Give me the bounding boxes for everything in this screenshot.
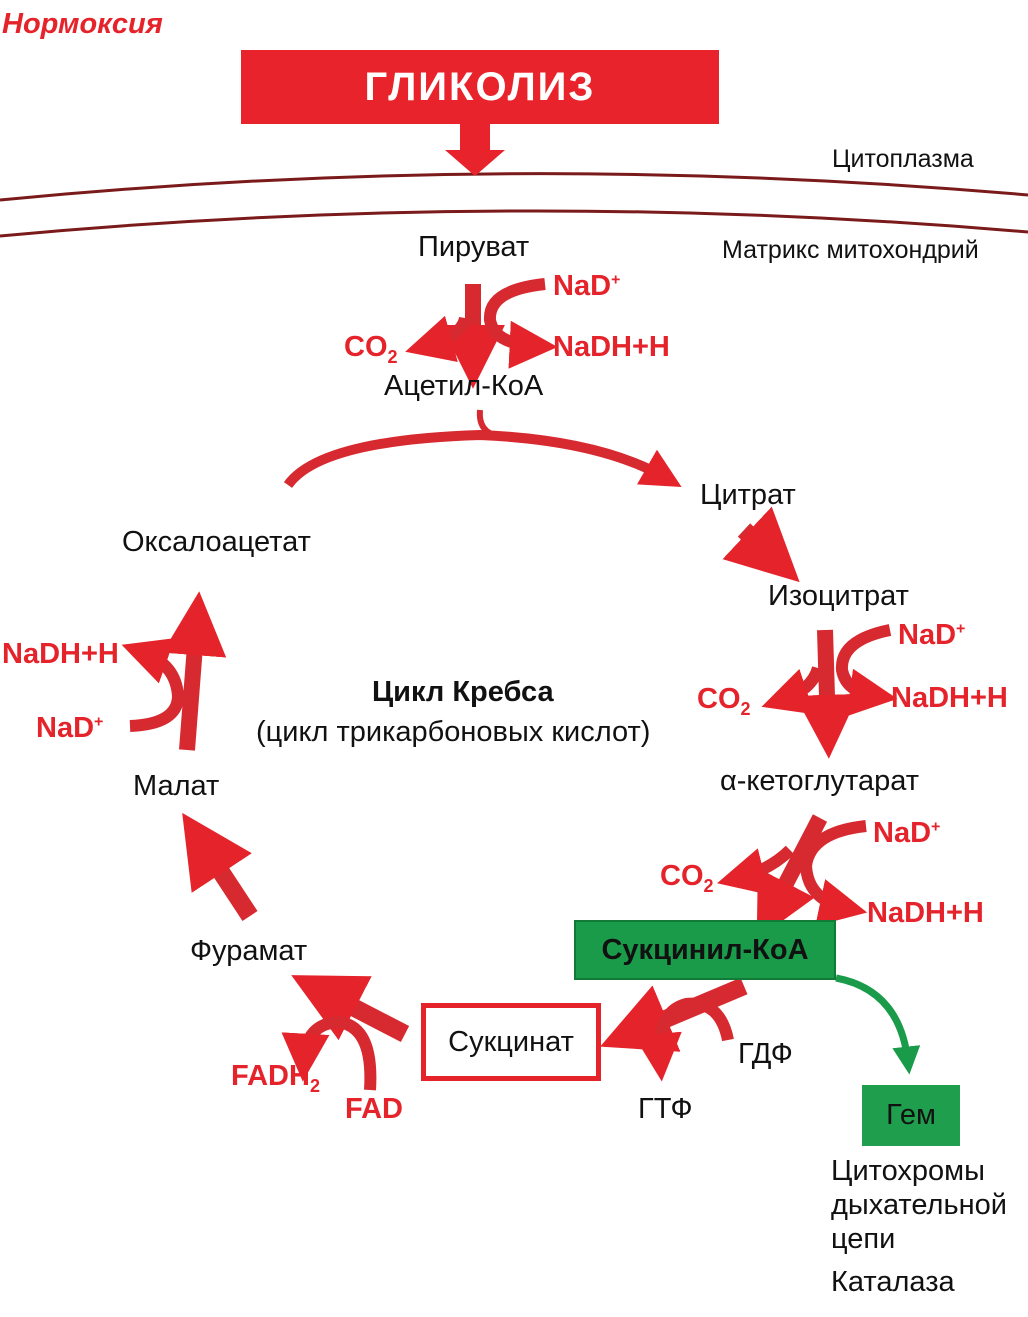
pdh-reaction: [405, 278, 558, 389]
heme-synthesis-arrow: [835, 974, 921, 1075]
scs-reaction: [600, 977, 748, 1082]
idh-nad: NaD+: [898, 619, 966, 651]
sdh-fadh2: FADH2: [231, 1060, 320, 1096]
page-title: Нормоксия: [2, 8, 163, 40]
glycolysis-arrow-shaft: [460, 124, 490, 152]
cycle-subtitle: (цикл трикарбоновых кислот): [256, 716, 651, 748]
scs-gdp: ГДФ: [738, 1038, 793, 1070]
heme-box: Гем: [862, 1085, 960, 1146]
idh-nadh: NaDH+H: [891, 682, 1008, 714]
sdh-fad: FAD: [345, 1093, 403, 1125]
mdh-nadh: NaDH+H: [2, 638, 119, 670]
inner-membrane: [0, 209, 1028, 238]
akg-label: α-кетоглутарат: [720, 765, 920, 797]
pyruvate-label: Пируват: [418, 231, 530, 263]
heme-product-3: цепи: [831, 1223, 896, 1255]
outer-membrane: [0, 172, 1028, 202]
citrate-synthase-arc: [283, 409, 682, 489]
mdh-nad: NaD+: [36, 712, 104, 744]
glycolysis-arrow-head: [445, 150, 505, 176]
isocitrate-label: Изоцитрат: [768, 580, 909, 612]
glycolysis-header: ГЛИКОЛИЗ: [241, 50, 719, 124]
cycle-title: Цикл Кребса: [372, 676, 554, 708]
akgdh-reaction: [717, 814, 868, 940]
sdh-reaction: [281, 975, 410, 1091]
akgdh-nadh: NaDH+H: [867, 897, 984, 929]
pdh-nadh: NaDH+H: [553, 331, 670, 363]
heme-product-4: Каталаза: [831, 1266, 955, 1298]
idh-reaction: [761, 624, 898, 759]
aconitase-arrow: [722, 506, 800, 583]
pdh-co2: CO2: [344, 331, 398, 367]
acetyl-coa-label: Ацетил-КоА: [384, 370, 544, 402]
oxaloacetate-label: Оксалоацетат: [122, 526, 311, 558]
akgdh-co2: CO2: [660, 860, 714, 896]
succinyl-coa-box: Сукцинил-КоА: [574, 920, 836, 980]
cytoplasm-label: Цитоплазма: [832, 145, 974, 173]
succinate-box: Сукцинат: [421, 1003, 601, 1081]
heme-product-1: Цитохромы: [831, 1155, 985, 1187]
scs-gtp: ГТФ: [638, 1093, 693, 1125]
mdh-reaction: [121, 591, 227, 751]
heme-product-2: дыхательной: [831, 1189, 1007, 1221]
matrix-label: Матрикс митохондрий: [722, 236, 979, 264]
akgdh-nad: NaD+: [873, 817, 941, 849]
malate-label: Малат: [133, 770, 220, 802]
fumarase-arrow: [182, 812, 258, 921]
pdh-nad: NaD+: [553, 270, 621, 302]
citrate-label: Цитрат: [700, 479, 796, 511]
fumarate-label: Фурамат: [190, 935, 308, 967]
idh-co2: CO2: [697, 683, 751, 719]
